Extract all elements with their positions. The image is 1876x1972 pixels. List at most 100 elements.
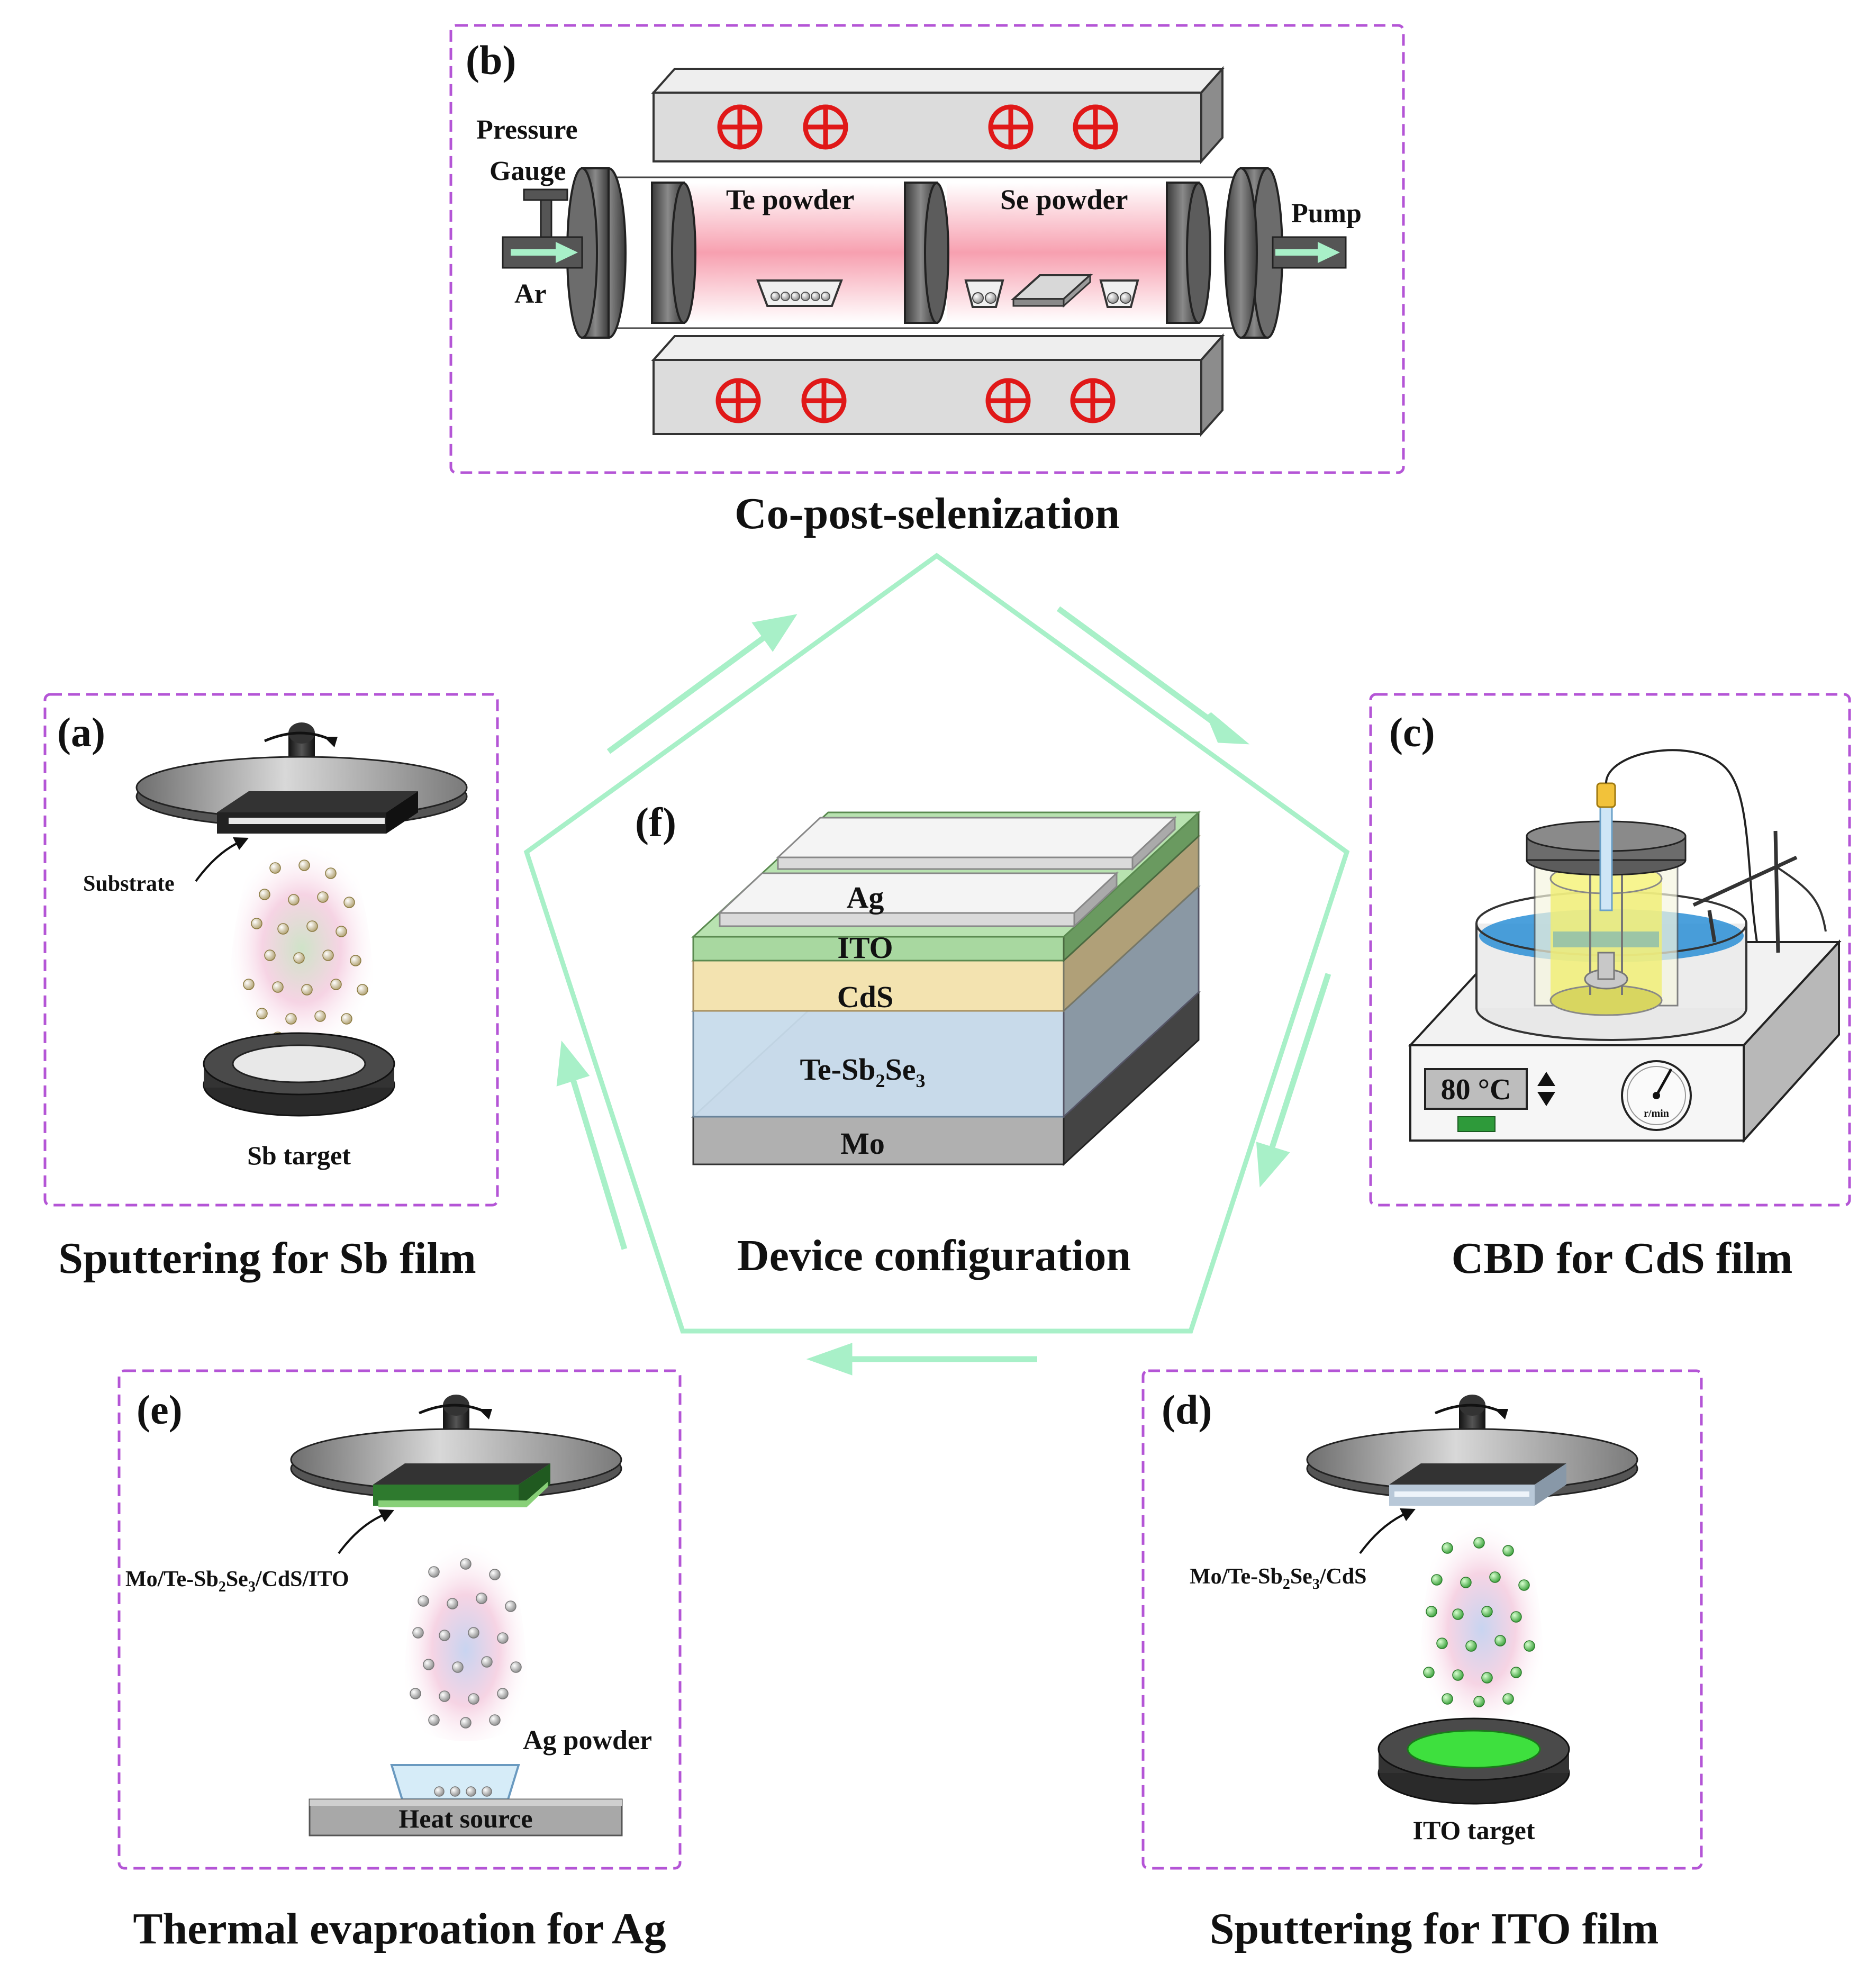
label-sb-target: Sb target — [247, 1141, 351, 1170]
heater-icon — [717, 104, 763, 150]
radiation-shield-2 — [904, 182, 949, 324]
rotation-knob — [419, 1395, 492, 1434]
label-ag-powder: Ag powder — [523, 1725, 652, 1756]
te-powder-boat — [756, 279, 843, 307]
vapor-cloud — [404, 1539, 527, 1741]
panel-e-caption: Thermal evaproation for Ag — [133, 1904, 666, 1953]
panel-a-tag: (a) — [57, 709, 105, 755]
ag-finger-back — [776, 816, 1177, 871]
substrate-pointer-arrow-icon — [233, 837, 249, 850]
heater-icon — [985, 378, 1031, 423]
layer-label-ag: Ag — [847, 880, 884, 915]
label-pressure: Pressure — [476, 115, 578, 145]
ito-target — [1377, 1717, 1570, 1805]
label-se-powder: Se powder — [1000, 184, 1128, 215]
panel-f: (f) — [635, 799, 1201, 1280]
se-powder-boat-right — [1099, 279, 1139, 308]
panel-b-frame — [449, 24, 1405, 474]
substrate-pointer-arrow-icon — [378, 1509, 394, 1522]
label-heat-source: Heat source — [398, 1804, 532, 1833]
heater-icon — [715, 378, 761, 423]
panel-c: (c) 80 °C r/min — [1369, 693, 1851, 1283]
radiation-shield-1 — [651, 182, 696, 324]
heater-icon — [1073, 104, 1118, 150]
cycle-arrow-d-to-e — [806, 1343, 1037, 1376]
se-powder-boat-left — [964, 279, 1004, 308]
layer-label-cds: CdS — [837, 980, 893, 1014]
sb-film-substrate — [1010, 273, 1093, 308]
thermometer — [1596, 749, 1758, 943]
panel-b-tag: (b) — [466, 37, 516, 83]
heater-icon — [1070, 378, 1116, 423]
panel-c-frame — [1369, 693, 1851, 1207]
panel-a-caption: Sputtering for Sb film — [58, 1234, 476, 1283]
panel-c-caption: CBD for CdS film — [1452, 1234, 1793, 1283]
temperature-adjust-icon — [1537, 1072, 1555, 1106]
speed-unit-label: r/min — [1644, 1108, 1669, 1119]
substrate-pointer — [1359, 1512, 1408, 1554]
label-pump: Pump — [1291, 198, 1362, 229]
layer-label-ito: ITO — [837, 930, 893, 965]
cycle-arrow-c-to-d — [1256, 973, 1331, 1188]
rotation-arrow-icon — [1494, 1409, 1508, 1419]
pressure-gauge — [523, 188, 568, 238]
substrate-pointer-arrow-icon — [1400, 1508, 1416, 1521]
panel-d-tag: (d) — [1162, 1387, 1212, 1433]
temperature-display: 80 °C — [1424, 1068, 1528, 1110]
label-ar: Ar — [514, 279, 547, 309]
substrate-holder — [1306, 1428, 1638, 1506]
retort-stand — [1692, 830, 1827, 953]
panel-c-tag: (c) — [1389, 709, 1435, 755]
panel-e-frame — [117, 1369, 682, 1870]
process-cycle — [523, 553, 1350, 1376]
pump-outlet — [1272, 236, 1347, 269]
pump-arrow-icon — [1318, 242, 1340, 263]
power-indicator — [1457, 1116, 1496, 1132]
layer-label-mo: Mo — [840, 1126, 885, 1161]
layer-label-absorber: Te-Sb2Se3 — [800, 1052, 926, 1091]
rotation-arrow-icon — [324, 737, 338, 747]
panel-b: (b) — [449, 24, 1405, 538]
label-te-powder: Te powder — [726, 184, 855, 215]
cycle-arrow-a-to-b — [606, 614, 797, 754]
heater-icon — [801, 378, 847, 423]
heater-icon — [803, 104, 848, 150]
sputtered-atoms — [1423, 1537, 1535, 1707]
plasma-cloud — [1420, 1517, 1543, 1720]
evaporated-atoms — [410, 1558, 522, 1729]
label-ito-target: ITO target — [1413, 1815, 1535, 1845]
label-substrate: Substrate — [83, 872, 175, 896]
heater-marks-bottom — [715, 378, 1116, 423]
sb-target — [203, 1032, 395, 1117]
heat-source — [309, 1798, 623, 1837]
label-ito-substrate: Mo/Te-Sb2Se3/CdS — [1190, 1564, 1367, 1593]
right-flange — [1224, 167, 1283, 339]
panel-d-caption: Sputtering for ITO film — [1210, 1904, 1659, 1953]
panel-e: (e) Mo/Te-Sb2Se3/CdS/ITO Ag powder — [117, 1369, 682, 1953]
panel-a-frame — [43, 693, 499, 1207]
argon-arrow-icon — [556, 242, 578, 263]
label-evap-substrate: Mo/Te-Sb2Se3/CdS/ITO — [125, 1567, 349, 1595]
cycle-arrow-b-to-c — [1056, 606, 1250, 745]
heater-marks-top — [717, 104, 1118, 150]
substrate-holder — [135, 756, 468, 834]
temperature-readout: 80 °C — [1441, 1073, 1511, 1106]
speed-dial-icon: r/min — [1621, 1060, 1692, 1131]
panel-d-frame — [1141, 1369, 1703, 1870]
radiation-shield-3 — [1166, 182, 1211, 324]
cycle-arrow-e-to-a — [556, 1041, 628, 1250]
ag-finger-front — [718, 871, 1119, 928]
panel-f-tag: (f) — [635, 799, 676, 845]
cycle-pentagon — [523, 553, 1350, 1334]
panel-d: (d) Mo/Te-Sb2Se3/CdS — [1141, 1369, 1703, 1953]
rotation-arrow-icon — [478, 1409, 492, 1419]
evaporation-boat — [390, 1764, 520, 1801]
panel-b-caption: Co-post-selenization — [735, 489, 1120, 538]
substrate-pointer — [338, 1513, 387, 1554]
substrate-pointer — [195, 840, 241, 882]
panel-e-tag: (e) — [137, 1387, 183, 1433]
heater-icon — [988, 104, 1034, 150]
substrate-holder — [290, 1428, 622, 1507]
label-gauge: Gauge — [490, 156, 566, 186]
